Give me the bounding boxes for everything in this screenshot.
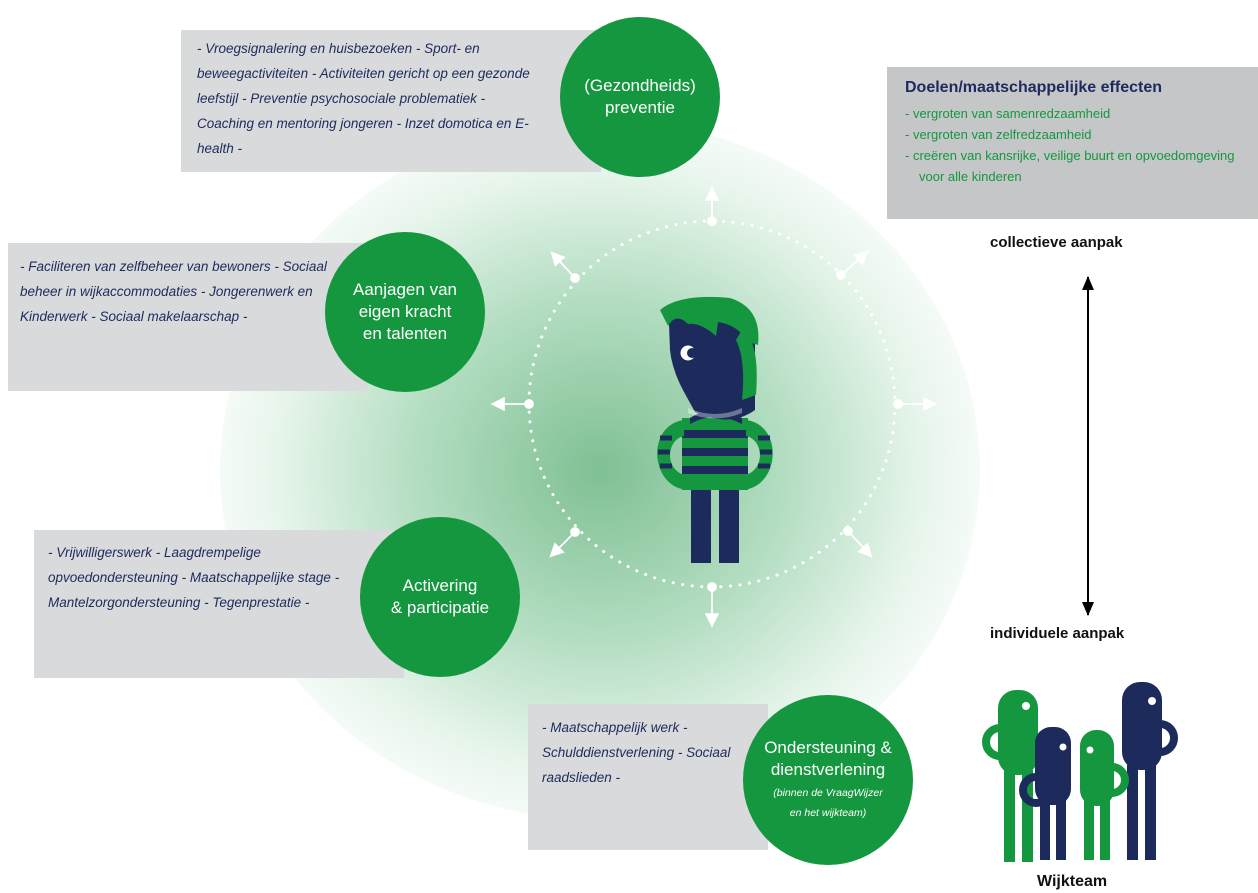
axis-bottom-label: individuele aanpak bbox=[990, 625, 1125, 642]
circle-preventie: (Gezondheids) preventie bbox=[560, 17, 720, 177]
panel-preventie: - Vroegsignalering en huisbezoeken - Spo… bbox=[181, 30, 601, 172]
goals-item-2: - vergroten van zelfredzaamheid bbox=[905, 127, 1092, 142]
panel-eigen-kracht-text: - Faciliteren van zelfbeheer van bewoner… bbox=[20, 259, 327, 324]
circle-ondersteuning-sub-1: (binnen de VraagWijzer bbox=[773, 787, 883, 799]
panel-preventie-text: - Vroegsignalering en huisbezoeken - Spo… bbox=[197, 41, 530, 156]
expand-arrow-icon bbox=[490, 186, 938, 628]
circle-activering-line-2: & participatie bbox=[390, 598, 490, 617]
panel-ondersteuning-text: - Maatschappelijk werk - Schulddienstver… bbox=[542, 720, 731, 785]
goals-box: Doelen/maatschappelijke effecten - vergr… bbox=[887, 67, 1258, 219]
goals-item-1: - vergroten van samenredzaamheid bbox=[905, 106, 1111, 121]
circle-activering: Activering & participatie bbox=[360, 517, 520, 677]
circle-preventie-line-2: preventie bbox=[605, 98, 675, 117]
axis-arrow-up-icon bbox=[1082, 276, 1094, 290]
circle-eigen-kracht-line-1: Aanjagen van bbox=[353, 280, 457, 299]
circle-ondersteuning-sub-2: en het wijkteam) bbox=[789, 807, 867, 819]
circle-ondersteuning-line-2: dienstverlening bbox=[770, 760, 886, 779]
panel-activering: - Vrijwilligerswerk - Laagdrempelige opv… bbox=[34, 530, 404, 678]
panel-ondersteuning: - Maatschappelijk werk - Schulddienstver… bbox=[528, 704, 768, 850]
axis-arrow-down-icon bbox=[1082, 602, 1094, 616]
panel-activering-text: - Vrijwilligerswerk - Laagdrempelige opv… bbox=[48, 545, 340, 610]
team-label: Wijkteam bbox=[1037, 873, 1108, 890]
circle-ondersteuning: Ondersteuning & dienstverlening (binnen … bbox=[743, 695, 913, 865]
person-icon bbox=[657, 296, 773, 563]
axis-top-label: collectieve aanpak bbox=[990, 234, 1123, 251]
goals-title: Doelen/maatschappelijke effecten bbox=[905, 79, 1162, 96]
circle-eigen-kracht: Aanjagen van eigen kracht en talenten bbox=[325, 232, 485, 392]
circle-eigen-kracht-line-2: eigen kracht bbox=[358, 302, 452, 321]
goals-item-3: - creëren van kansrijke, veilige buurt e… bbox=[905, 148, 1235, 184]
goals-list: - vergroten van samenredzaamheid - vergr… bbox=[905, 103, 1258, 187]
team-icon bbox=[982, 682, 1178, 862]
circle-activering-line-1: Activering bbox=[402, 576, 478, 595]
circle-eigen-kracht-line-3: en talenten bbox=[362, 324, 448, 343]
circle-ondersteuning-line-1: Ondersteuning & bbox=[764, 738, 892, 757]
panel-eigen-kracht: - Faciliteren van zelfbeheer van bewoner… bbox=[8, 243, 368, 391]
circle-preventie-line-1: (Gezondheids) bbox=[584, 76, 696, 95]
